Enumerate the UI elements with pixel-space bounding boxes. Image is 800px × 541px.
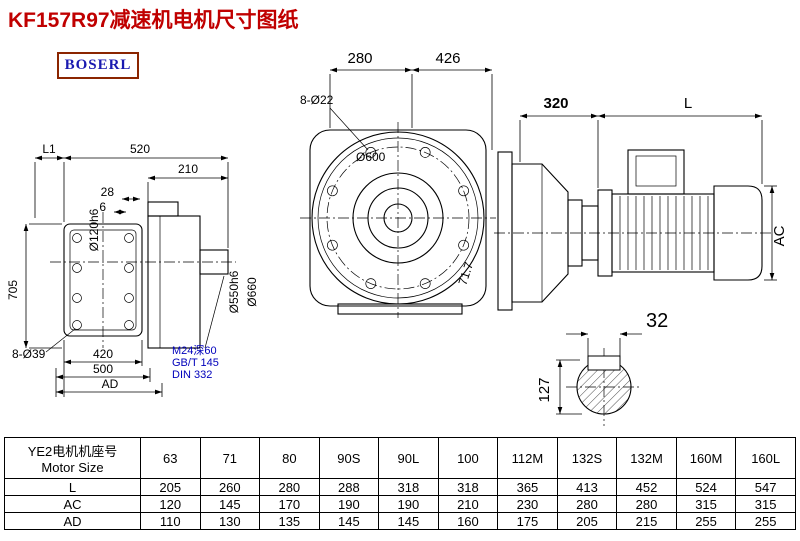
note-din-332: DIN 332: [172, 369, 212, 381]
col-71: 71: [199, 437, 261, 479]
table-header-row: YE2电机机座号 Motor Size 63 71 80 90S 90L 100…: [4, 437, 796, 479]
dim-AC: AC: [771, 225, 788, 246]
cell-AD-0: 110: [140, 512, 201, 530]
dim-bolt-holes-8d22: 8-Ø22: [300, 93, 334, 107]
dim-320: 320: [543, 95, 568, 112]
row-label-AD: AD: [4, 512, 141, 530]
dim-d600: Ø600: [356, 150, 386, 164]
dim-6: 6: [99, 200, 106, 214]
dim-shaft-diameter: Ø120h6: [87, 208, 101, 251]
col-63: 63: [140, 437, 201, 479]
side-view-dimensions: 320 L AC: [519, 95, 788, 281]
cell-L-6: 365: [497, 478, 558, 496]
cell-AD-6: 175: [497, 512, 558, 530]
dim-127: 127: [536, 377, 553, 402]
dim-32: 32: [646, 310, 668, 332]
cell-L-7: 413: [556, 478, 618, 496]
cell-AD-2: 135: [259, 512, 320, 530]
cell-L-1: 260: [199, 478, 261, 496]
col-160L: 160L: [735, 437, 796, 479]
col-132M: 132M: [616, 437, 677, 479]
dim-28: 28: [101, 185, 115, 199]
col-100: 100: [437, 437, 499, 479]
dim-520: 520: [130, 142, 150, 156]
dim-d550: Ø550h6: [227, 270, 241, 313]
cell-AD-1: 130: [199, 512, 261, 530]
table-row-AD: AD 110 130 135 145 145 160 175 205 215 2…: [4, 512, 796, 530]
cell-AC-6: 230: [497, 495, 558, 513]
cell-AC-7: 280: [556, 495, 618, 513]
front-view: [300, 122, 496, 318]
cell-AD-8: 215: [616, 512, 677, 530]
left-view: [50, 201, 236, 349]
brand-logo: BOSERL: [57, 52, 139, 79]
row-label-AC: AC: [4, 495, 141, 513]
cell-AC-0: 120: [140, 495, 201, 513]
table-header-motor-size: YE2电机机座号 Motor Size: [4, 437, 141, 479]
cell-AC-8: 280: [616, 495, 677, 513]
col-90L: 90L: [378, 437, 439, 479]
motor-size-table: YE2电机机座号 Motor Size 63 71 80 90S 90L 100…: [4, 437, 796, 530]
motor-size-table-wrap: YE2电机机座号 Motor Size 63 71 80 90S 90L 100…: [4, 437, 796, 530]
table-header-line2: Motor Size: [41, 460, 104, 475]
col-132S: 132S: [556, 437, 618, 479]
dim-426: 426: [435, 50, 460, 67]
dim-420: 420: [93, 347, 113, 361]
cell-AC-4: 190: [378, 495, 439, 513]
cell-AD-10: 255: [735, 512, 796, 530]
dim-L: L: [684, 95, 692, 112]
cell-AC-5: 210: [437, 495, 499, 513]
col-90S: 90S: [318, 437, 380, 479]
dim-500: 500: [93, 362, 113, 376]
brand-logo-text: BOSERL: [64, 57, 132, 73]
cell-AC-9: 315: [675, 495, 737, 513]
cell-L-4: 318: [378, 478, 439, 496]
cell-AD-7: 205: [556, 512, 618, 530]
dim-705: 705: [6, 280, 20, 300]
dim-AD: AD: [102, 377, 119, 391]
cell-AD-4: 145: [378, 512, 439, 530]
row-label-L: L: [4, 478, 141, 496]
shaft-view: 32 127: [536, 310, 668, 426]
table-row-AC: AC 120 145 170 190 190 210 230 280 280 3…: [4, 495, 796, 513]
page-title: KF157R97减速机电机尺寸图纸: [8, 9, 299, 32]
cell-AC-10: 315: [735, 495, 796, 513]
cell-AD-3: 145: [318, 512, 380, 530]
cell-AD-9: 255: [675, 512, 737, 530]
note-m24-thread: M24深60: [172, 344, 217, 357]
col-112M: 112M: [497, 437, 558, 479]
cell-AC-2: 170: [259, 495, 320, 513]
cell-L-9: 524: [675, 478, 737, 496]
dim-210: 210: [178, 162, 198, 176]
dim-d660: Ø660: [245, 277, 259, 307]
dim-280: 280: [347, 50, 372, 67]
cell-AD-5: 160: [437, 512, 499, 530]
note-gbt-145: GB/T 145: [172, 357, 219, 369]
dim-angle-71-7: 71.7: [456, 260, 477, 287]
side-view: [494, 149, 772, 311]
front-view-dimensions: 280 426 8-Ø22 Ø600 71.7: [300, 50, 493, 287]
cell-L-0: 205: [140, 478, 201, 496]
dim-L1: L1: [42, 142, 56, 156]
cell-L-8: 452: [616, 478, 677, 496]
left-view-dimensions: L1 520 210 28 6 Ø120h6 705 8-Ø39 420: [6, 142, 259, 397]
cell-AC-3: 190: [318, 495, 380, 513]
table-header-line1: YE2电机机座号: [27, 444, 118, 459]
cell-L-5: 318: [437, 478, 499, 496]
cell-L-2: 280: [259, 478, 320, 496]
cell-L-3: 288: [318, 478, 380, 496]
technical-drawing: L1 520 210 28 6 Ø120h6 705 8-Ø39 420: [6, 50, 788, 426]
col-160M: 160M: [675, 437, 737, 479]
table-row-L: L 205 260 280 288 318 318 365 413 452 52…: [4, 478, 796, 496]
col-80: 80: [259, 437, 320, 479]
cell-AC-1: 145: [199, 495, 261, 513]
cell-L-10: 547: [735, 478, 796, 496]
dim-bolt-holes-8d39: 8-Ø39: [12, 347, 46, 361]
